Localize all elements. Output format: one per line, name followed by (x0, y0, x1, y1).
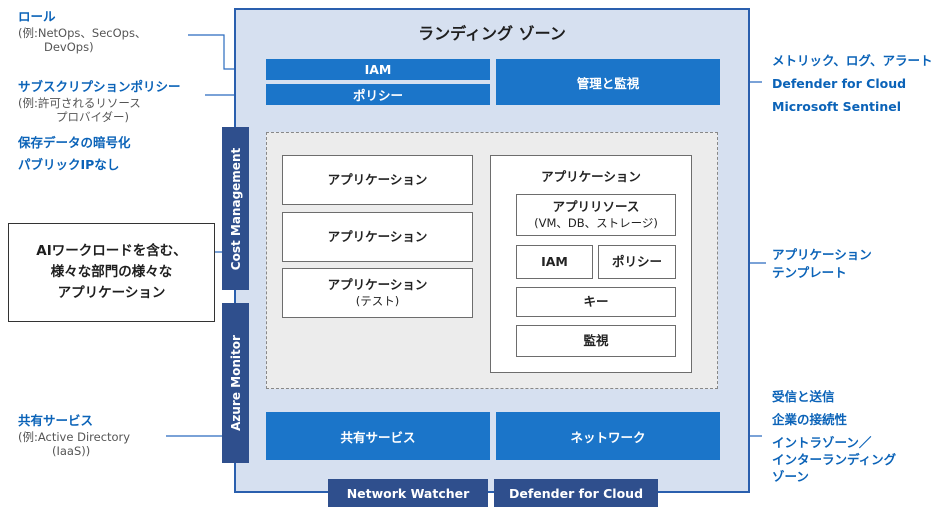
network-item-3: イントラゾーン／ (772, 435, 872, 450)
application-box-2-label: アプリケーション (327, 229, 428, 244)
shared-services-example-line2: (IaaS)) (52, 444, 91, 458)
app-template-label-line1: アプリケーション (772, 247, 872, 262)
network-item-1: 受信と送信 (772, 389, 835, 404)
subscription-policy-example-line2: プロバイダー) (56, 110, 130, 124)
ai-workload-box: AIワークロードを含む、 様々な部門の様々な アプリケーション (8, 223, 215, 322)
app-monitoring-box: 監視 (516, 325, 676, 357)
management-monitoring-bar: 管理と監視 (496, 59, 720, 105)
no-public-ip-label: パブリックIPなし (18, 157, 120, 172)
shared-services-title: 共有サービス (18, 413, 94, 428)
roles-example-line1: (例:NetOps、SecOps、 (18, 26, 147, 40)
ai-workload-line1: AIワークロードを含む、 (36, 243, 187, 259)
app-key-box: キー (516, 287, 676, 317)
policy-bar: ポリシー (266, 84, 490, 105)
app-resources-label: アプリリソース (552, 199, 640, 214)
network-watcher-bar: Network Watcher (328, 479, 488, 507)
app-iam-label: IAM (541, 254, 568, 269)
network-item-2: 企業の接続性 (772, 412, 848, 427)
app-template-label-line2: テンプレート (772, 265, 847, 280)
cost-management-label: Cost Management (228, 147, 243, 270)
application-test-box: アプリケーション (テスト) (282, 268, 473, 318)
application-box-2: アプリケーション (282, 212, 473, 262)
application-test-label: アプリケーション (327, 277, 428, 292)
subscription-policy-example-line1: (例:許可されるリソース (18, 96, 141, 110)
application-test-sublabel: (テスト) (355, 294, 400, 308)
iam-bar: IAM (266, 59, 490, 80)
app-key-label: キー (583, 294, 609, 309)
cost-management-bar: Cost Management (222, 127, 249, 290)
monitoring-item-3: Microsoft Sentinel (772, 99, 901, 114)
roles-example-line2: DevOps) (44, 40, 94, 54)
shared-services-bar: 共有サービス (266, 412, 490, 460)
app-monitoring-label: 監視 (583, 333, 609, 348)
app-policy-box: ポリシー (598, 245, 676, 279)
subscription-policy-title: サブスクリプションポリシー (18, 79, 181, 94)
roles-title: ロール (18, 9, 56, 24)
network-item-5: ゾーン (772, 469, 809, 484)
network-item-4: インターランディング (772, 452, 897, 467)
landing-zone-title: ランディング ゾーン (418, 24, 566, 43)
app-template-title: アプリケーション (541, 169, 641, 184)
network-bar: ネットワーク (496, 412, 720, 460)
app-iam-box: IAM (516, 245, 593, 279)
ai-workload-line2: 様々な部門の様々な (50, 264, 173, 280)
app-resources-sublabel: (VM、DB、ストレージ) (534, 216, 658, 230)
azure-monitor-label: Azure Monitor (228, 335, 243, 431)
ai-workload-line3: アプリケーション (57, 285, 166, 301)
app-policy-label: ポリシー (611, 254, 662, 269)
app-resources-box: アプリリソース (VM、DB、ストレージ) (516, 194, 676, 236)
monitoring-item-1: メトリック、ログ、アラート (772, 53, 933, 68)
application-box-1: アプリケーション (282, 155, 473, 205)
azure-monitor-bar: Azure Monitor (222, 303, 249, 463)
application-box-1-label: アプリケーション (327, 172, 428, 187)
encryption-label: 保存データの暗号化 (18, 135, 131, 150)
shared-services-example-line1: (例:Active Directory (18, 430, 131, 444)
monitoring-item-2: Defender for Cloud (772, 76, 907, 91)
defender-for-cloud-bar: Defender for Cloud (494, 479, 658, 507)
